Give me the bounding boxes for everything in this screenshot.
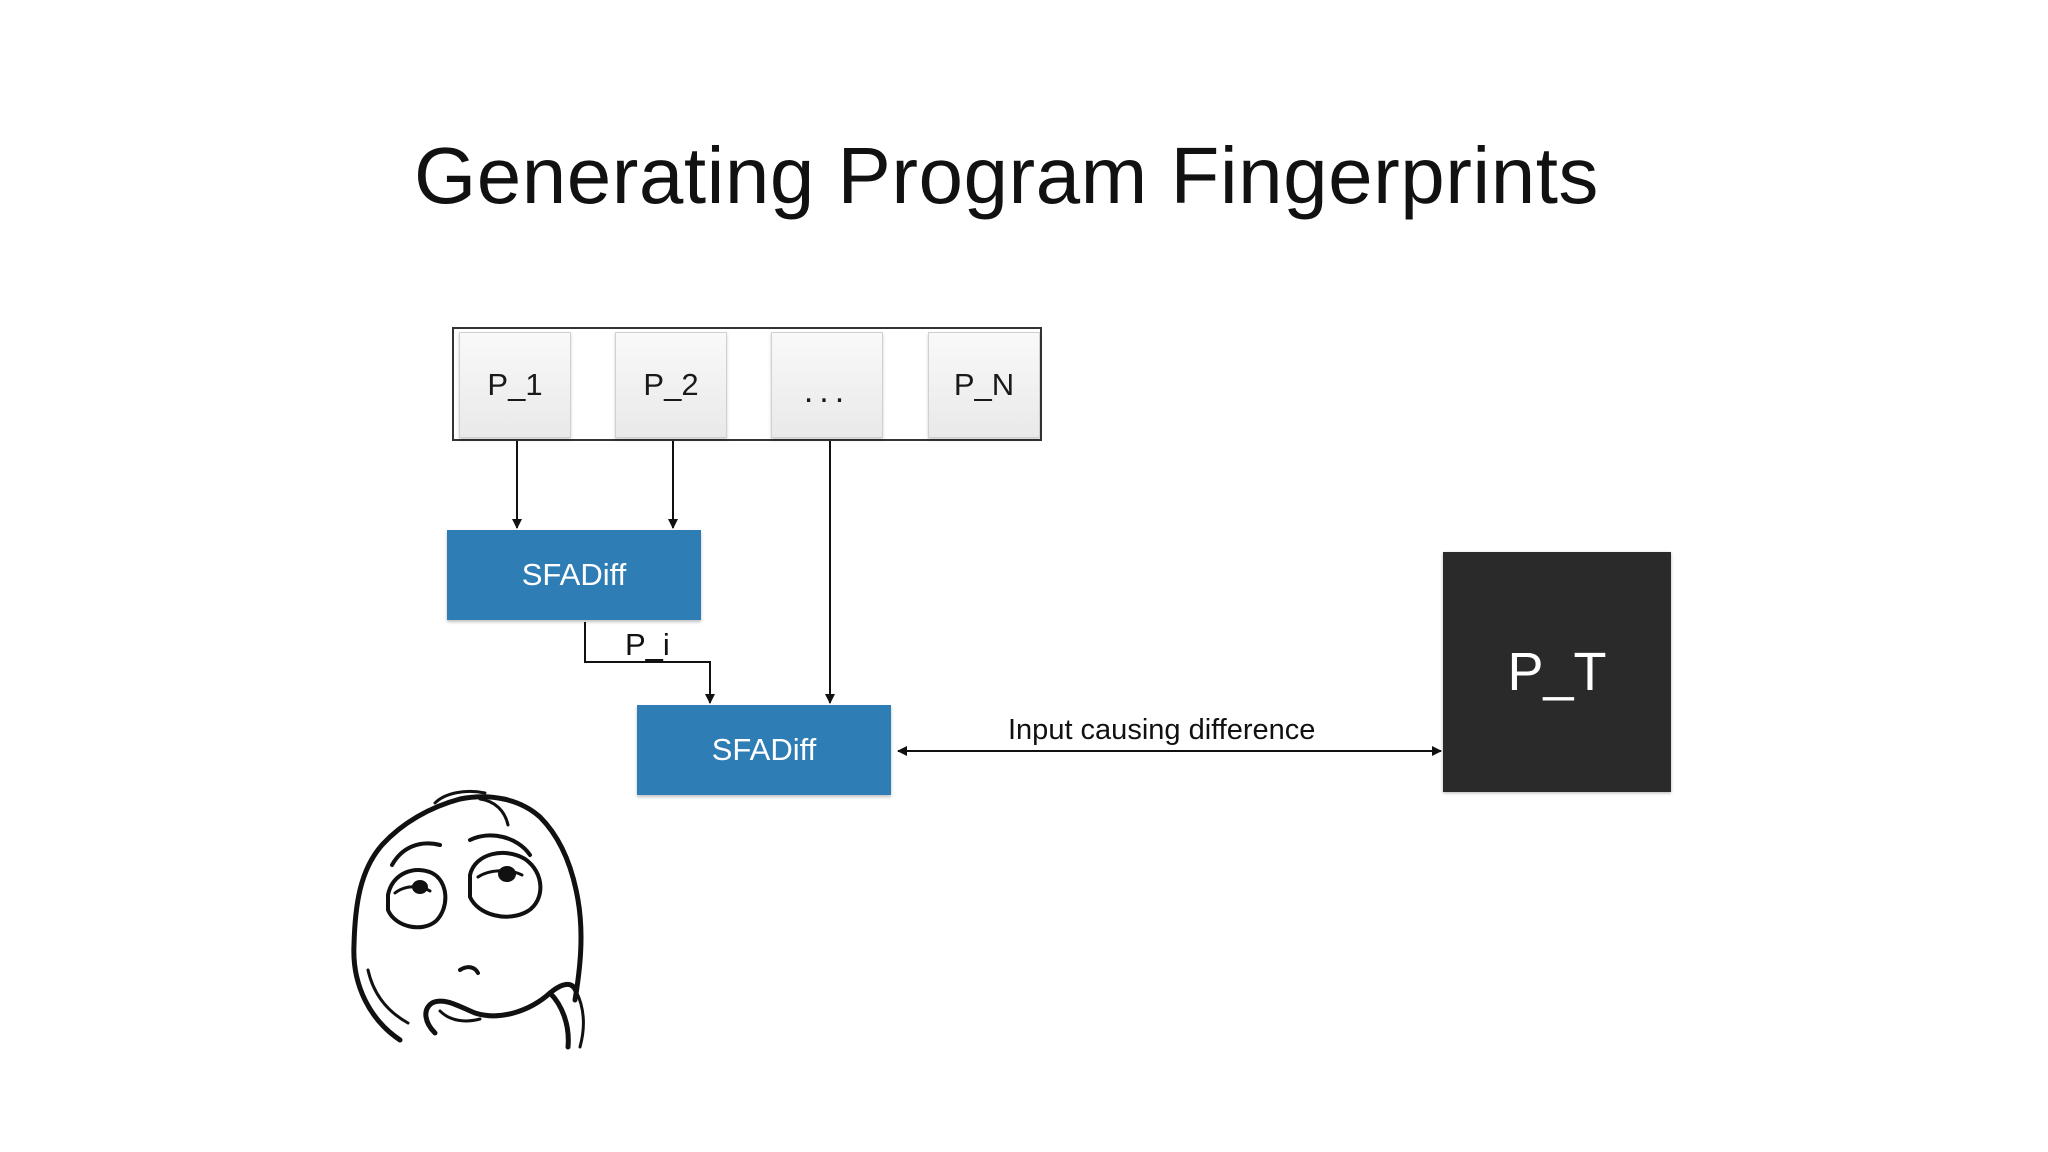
sfadiff-label: SFADiff [521, 557, 627, 592]
arrow-pi-to-sfadiff-bottom [584, 622, 715, 704]
program-label: P_N [953, 367, 1015, 402]
target-program-box: P_T [1443, 552, 1671, 792]
sfadiff-label: SFADiff [711, 732, 817, 767]
program-box-pn: P_N [928, 332, 1040, 438]
difference-label: Input causing difference [1008, 714, 1316, 746]
program-label: P_2 [643, 367, 699, 402]
program-box-p1: P_1 [459, 332, 571, 438]
slide-title: Generating Program Fingerprints [414, 131, 1599, 220]
sfadiff-box-top: SFADiff [447, 530, 701, 620]
program-box-ellipsis: ... [771, 332, 883, 438]
program-label: ... [803, 371, 851, 410]
program-label: P_1 [487, 367, 543, 402]
sfadiff-box-bottom: SFADiff [637, 705, 891, 795]
intermediate-program-label: P_i [625, 627, 670, 662]
target-label: P_T [1507, 642, 1607, 702]
program-box-p2: P_2 [615, 332, 727, 438]
thinking-face-icon [351, 789, 585, 1050]
